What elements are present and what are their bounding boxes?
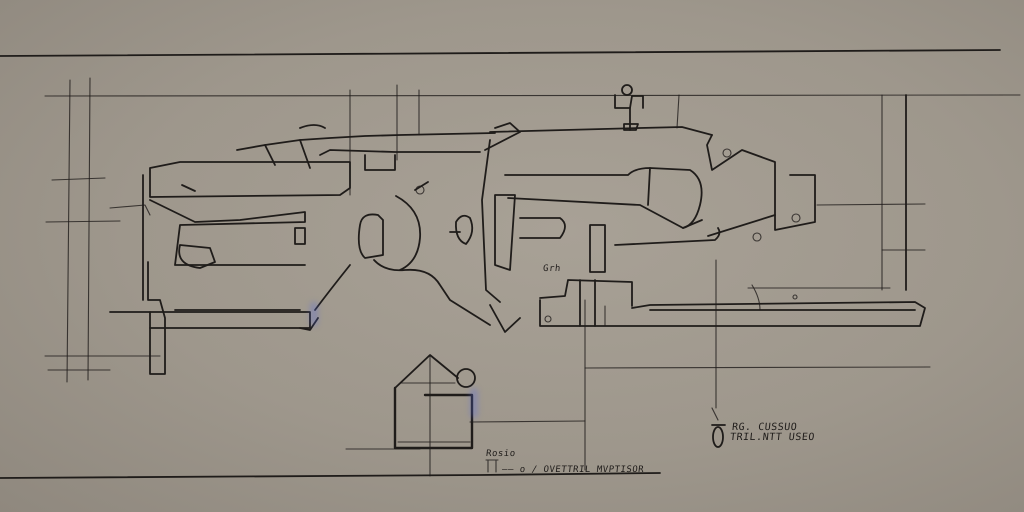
construction-grid — [0, 49, 1021, 479]
callout-marker — [711, 407, 726, 448]
label-small-mid: Grh — [542, 264, 562, 274]
ink-smudge — [470, 388, 478, 418]
central-linkage — [357, 181, 521, 333]
label-bottom-caption: —– o / OVETTRIL MVPTISOR — [501, 465, 645, 475]
label-bottom-left: Rosio — [485, 449, 517, 459]
house-symbol — [393, 354, 476, 450]
callout-text-line2: TRIL.NTT USEO — [729, 432, 816, 443]
upper-housing — [109, 124, 496, 301]
label-stand — [485, 459, 499, 473]
barrel-assembly — [481, 84, 816, 303]
lower-housing — [109, 199, 351, 375]
ink-smudge — [310, 302, 318, 326]
bottom-rail — [539, 279, 926, 327]
